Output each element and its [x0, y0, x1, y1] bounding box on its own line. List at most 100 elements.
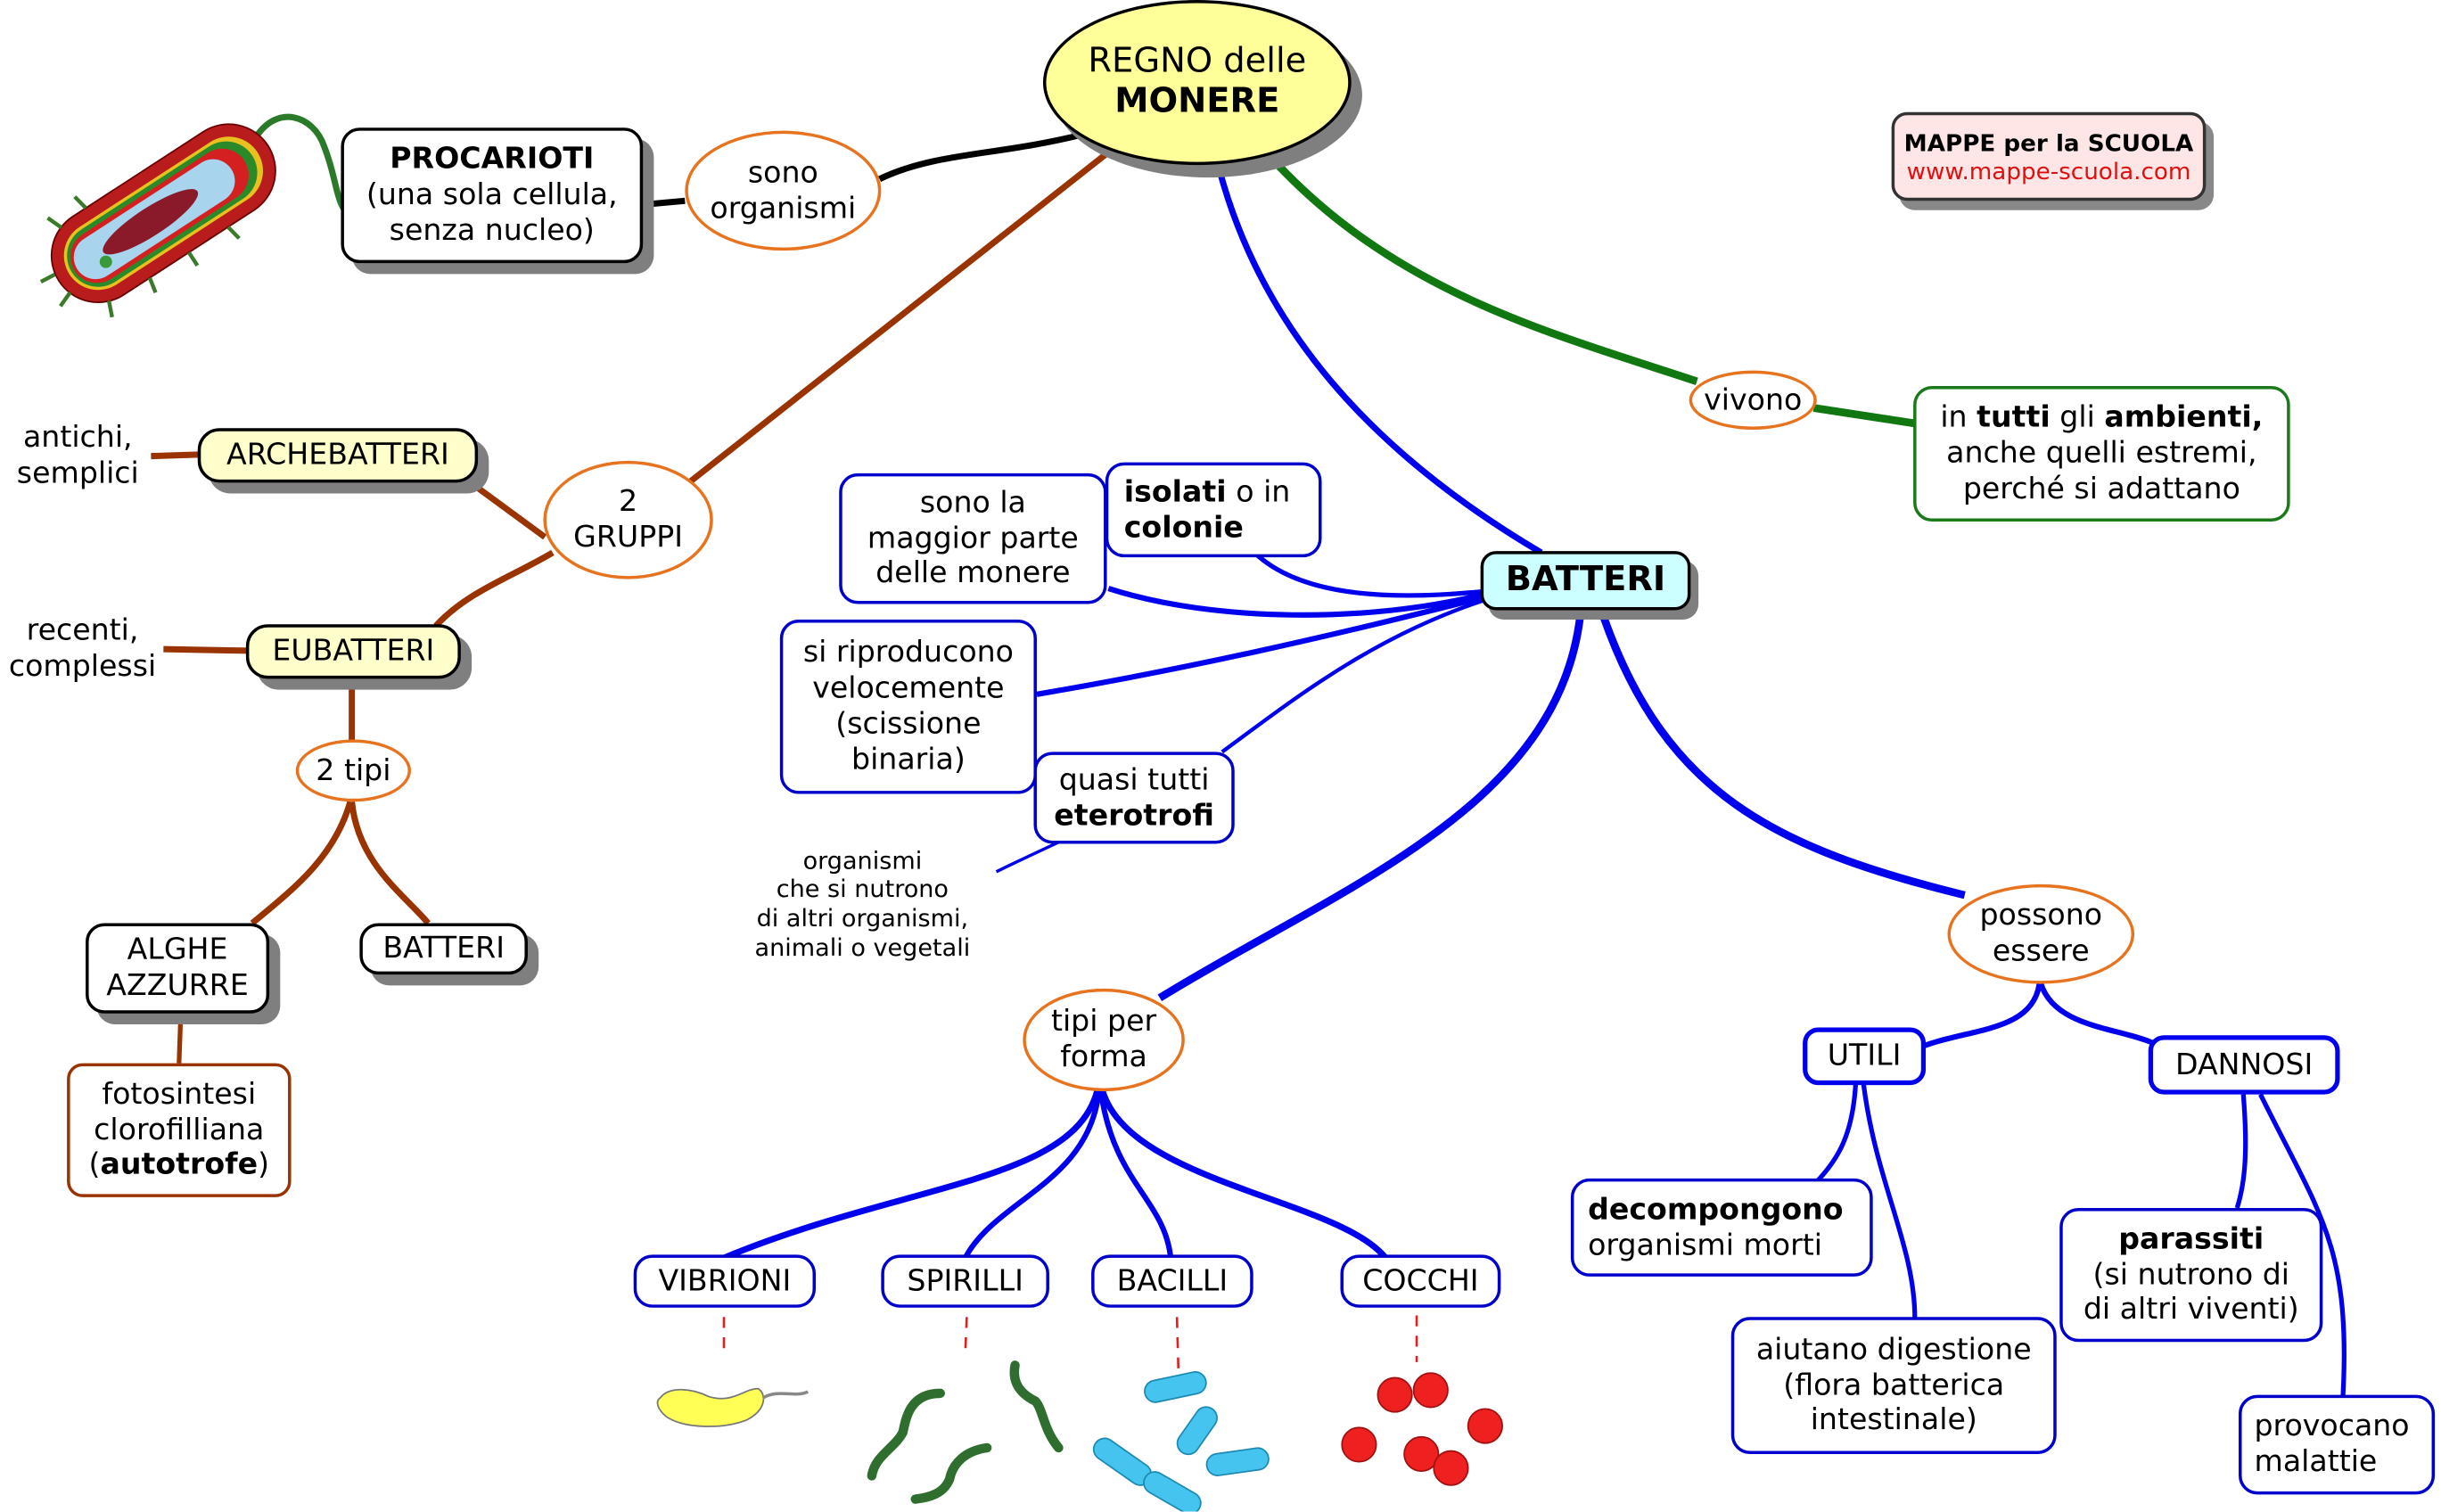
- t: o in: [1226, 474, 1291, 509]
- brand-url[interactable]: www.mappe-scuola.com: [1906, 156, 2191, 185]
- connector-2tipi-alghe: [250, 801, 354, 926]
- connector-forme-spirilli: [962, 1089, 1102, 1260]
- connector-batteri-isolati: [1256, 554, 1483, 598]
- dannosi-label: DANNOSI: [2175, 1047, 2314, 1081]
- form-label: BACILLI: [1116, 1263, 1229, 1298]
- connector-utili-decompongono: [1816, 1083, 1859, 1182]
- batteri-type-node[interactable]: BATTERI: [359, 923, 528, 975]
- connector-forme-vibrioni: [722, 1089, 1101, 1261]
- connector-eterotrofi-note: [995, 841, 1060, 874]
- fotosintesi-node[interactable]: fotosintesi clorofilliana (autotrofe): [67, 1063, 292, 1197]
- alghe-azzurre-node[interactable]: ALGHE AZZURRE: [86, 923, 270, 1014]
- batteri-label: BATTERI: [1505, 560, 1666, 599]
- connector-batteri-possono: [1599, 615, 1966, 900]
- spirillum-illustration: [867, 1360, 1064, 1504]
- t: gli: [2050, 400, 2105, 435]
- archebatteri-note: antichi, semplici: [3, 417, 152, 495]
- link-2-tipi[interactable]: 2 tipi: [295, 739, 411, 802]
- t: isolati: [1123, 474, 1227, 509]
- connector-possono-utili: [1911, 983, 2042, 1054]
- connector-vivono-ambienti: [1812, 404, 1916, 428]
- link-sono-organismi[interactable]: sono organismi: [685, 130, 882, 251]
- digestione-node[interactable]: aiutano digestione (flora batterica inte…: [1730, 1317, 2057, 1454]
- riproduzione-node[interactable]: si riproducono velocemente (scissione bi…: [779, 619, 1037, 794]
- link-text: 2 tipi: [316, 752, 391, 787]
- fact-line: (scissione: [835, 706, 982, 742]
- link-text: possono: [1979, 898, 2103, 933]
- fact-line: si riproducono: [802, 636, 1014, 670]
- fact-line: di altri viventi): [2083, 1293, 2299, 1327]
- eterotrofi-node[interactable]: quasi tutti eterotrofi: [1033, 752, 1235, 844]
- connector-sono-procarioti: [650, 197, 686, 208]
- connector-eubatteri-note: [163, 645, 250, 654]
- link-text: vivono: [1704, 382, 1803, 417]
- fact-line: organismi morti: [1588, 1227, 1822, 1262]
- fact-line: malattie: [2254, 1444, 2378, 1479]
- connector-archebatteri-note: [151, 451, 200, 460]
- link-text: essere: [1992, 933, 2090, 969]
- connector-dannosi-parassiti: [2234, 1094, 2248, 1209]
- batteri-node[interactable]: BATTERI: [1480, 551, 1691, 611]
- spirilli-node[interactable]: SPIRILLI: [881, 1254, 1049, 1308]
- dash-spirilli: [964, 1317, 968, 1355]
- fact-line: (flora batterica: [1783, 1368, 2005, 1402]
- archebatteri-node[interactable]: ARCHEBATTERI: [197, 428, 479, 483]
- dannosi-node[interactable]: DANNOSI: [2148, 1035, 2340, 1095]
- form-label: VIBRIONI: [658, 1263, 792, 1298]
- fact-line: sono la: [919, 485, 1026, 520]
- eterotrofi-note: organismi che si nutrono di altri organi…: [724, 837, 1001, 971]
- isolati-node[interactable]: isolati o in colonie: [1105, 462, 1322, 558]
- t: ambienti,: [2104, 400, 2264, 435]
- vibrioni-node[interactable]: VIBRIONI: [633, 1254, 817, 1308]
- vibrio-illustration: [656, 1387, 809, 1427]
- parassiti-node[interactable]: parassiti (si nutrono di di altri vivent…: [2059, 1208, 2323, 1343]
- note-line: che si nutrono: [776, 875, 949, 904]
- fact-line: delle monere: [875, 556, 1071, 591]
- link-text: forma: [1060, 1040, 1147, 1074]
- batteri-type-label: BATTERI: [382, 931, 505, 966]
- link-text: 2: [619, 484, 638, 519]
- maggior-parte-node[interactable]: sono la maggior parte delle monere: [839, 472, 1107, 604]
- link-vivono[interactable]: vivono: [1689, 370, 1817, 430]
- note-line: di altri organismi,: [756, 904, 969, 933]
- fact-line: provocano: [2254, 1409, 2410, 1444]
- link-possono-essere[interactable]: possono essere: [1947, 883, 2135, 984]
- decompongono-node[interactable]: decompongono organismi morti: [1570, 1178, 1873, 1277]
- connector-batteri-maggior: [1107, 586, 1484, 618]
- connector-root-batteri: [1215, 167, 1543, 555]
- note-line: complessi: [8, 649, 157, 684]
- fact-line: decompongono: [1588, 1192, 1844, 1227]
- connector-dannosi-malattie: [2258, 1093, 2346, 1397]
- cocchi-node[interactable]: COCCHI: [1340, 1254, 1501, 1308]
- utili-node[interactable]: UTILI: [1803, 1027, 1927, 1086]
- alghe-label: AZZURRE: [106, 968, 249, 1003]
- ambienti-node[interactable]: in tutti gli ambienti, anche quelli estr…: [1913, 386, 2290, 522]
- eubatteri-node[interactable]: EUBATTERI: [245, 624, 461, 679]
- procarioti-node[interactable]: PROCARIOTI (una sola cellula, senza nucl…: [341, 127, 644, 264]
- note-line: antichi,: [22, 420, 133, 456]
- connector-forme-cocchi: [1098, 1089, 1388, 1261]
- root-node[interactable]: REGNO delle MONERE: [1042, 0, 1352, 166]
- link-text: GRUPPI: [573, 520, 684, 555]
- eubatteri-note: recenti, complessi: [0, 611, 165, 688]
- fact-line: colonie: [1123, 509, 1244, 545]
- connector-gruppi-archebatteri: [473, 482, 547, 540]
- connector-possono-dannosi: [2038, 982, 2155, 1046]
- link-text: tipi per: [1050, 1004, 1157, 1040]
- brand-badge[interactable]: MAPPE per la SCUOLA www.mappe-scuola.com: [1891, 111, 2207, 201]
- autotrofe-label: autotrofe: [100, 1147, 259, 1183]
- flagellum-icon: [251, 113, 356, 223]
- connector-2tipi-batteri: [349, 801, 431, 925]
- malattie-node[interactable]: provocano malattie: [2239, 1394, 2436, 1495]
- fact-line: intestinale): [1810, 1403, 1977, 1438]
- root-title-line2: MONERE: [1114, 82, 1280, 122]
- alghe-label: ALGHE: [127, 933, 228, 967]
- connector-batteri-eterotrofi: [1220, 598, 1484, 754]
- fact-line: binaria): [851, 742, 966, 777]
- note-line: organismi: [802, 846, 923, 875]
- link-tipi-per-forma[interactable]: tipi per forma: [1023, 988, 1185, 1092]
- bacilli-node[interactable]: BACILLI: [1091, 1254, 1253, 1308]
- link-2-gruppi[interactable]: 2 GRUPPI: [543, 460, 713, 579]
- prokaryote-cell-illustration: [39, 113, 356, 318]
